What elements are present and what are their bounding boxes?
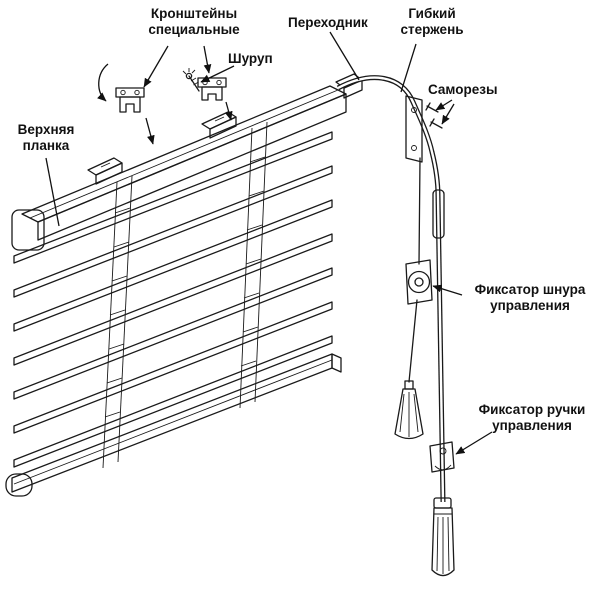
control-cord-drawing [408, 157, 421, 383]
label-screw: Шуруп [228, 51, 273, 66]
control-wand-drawing [432, 189, 446, 503]
down-arrow-icon-left [145, 117, 155, 145]
label-handle-lock: Фиксатор ручки управления [478, 402, 586, 433]
cord-lock-drawing [405, 259, 433, 305]
self-tapping-screws-drawing [425, 102, 443, 129]
rotate-arrow-icon [97, 63, 109, 102]
label-cord-lock: Фиксатор шнура управления [474, 282, 586, 313]
rail-bracket-left-drawing [87, 157, 123, 185]
label-flexible-rod: Гибкий стержень [400, 6, 464, 37]
screw-icon [182, 68, 200, 92]
cord-tassel-drawing [394, 380, 424, 440]
label-top-rail: Верхняя планка [17, 122, 75, 153]
bottom-rail-drawing [5, 353, 342, 497]
special-bracket-icon-left [115, 87, 145, 113]
flexible-rod-drawing [336, 75, 441, 197]
handle-lock-drawing [429, 441, 455, 473]
rail-bracket-right-drawing [201, 111, 237, 139]
label-adapter: Переходник [288, 15, 368, 30]
label-special-brackets: Кронштейны специальные [148, 6, 240, 37]
wall-bracket-drawing [405, 95, 423, 163]
ladder-cords-drawing [102, 121, 268, 469]
label-self-tapping-screws: Саморезы [428, 82, 498, 97]
slats-drawing [13, 131, 333, 468]
headrail-drawing [11, 85, 347, 251]
wand-handle-drawing [431, 497, 455, 577]
down-arrow-icon-right [224, 101, 233, 121]
leader-lines [45, 31, 493, 455]
